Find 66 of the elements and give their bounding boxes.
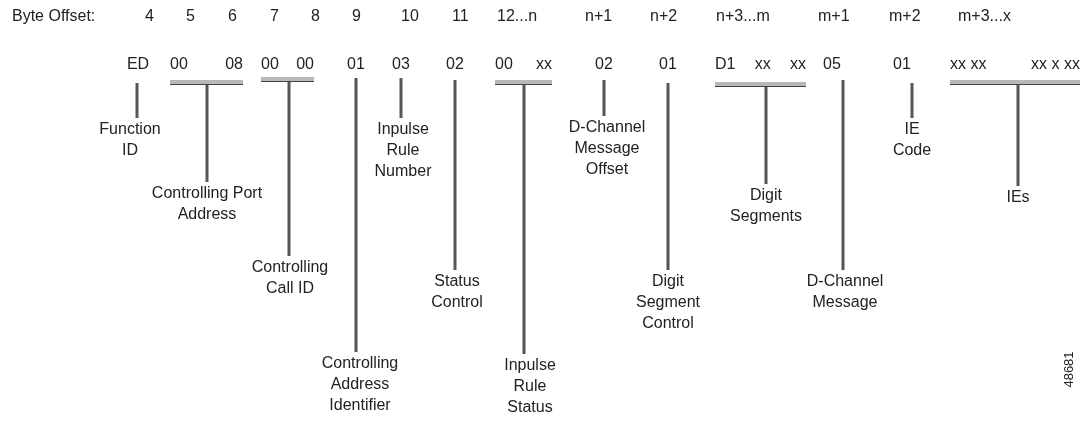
byte-offset: 7 [270, 6, 279, 26]
leader-line [287, 81, 291, 256]
figure-number: 48681 [1060, 351, 1076, 388]
byte-offset: n+3...m [716, 6, 770, 26]
leader-line [666, 83, 670, 270]
byte-group-bracket [261, 55, 314, 81]
byte-value: 03 [392, 55, 410, 73]
leader-line [910, 83, 914, 118]
leader-line [1016, 84, 1020, 186]
byte-offset: 6 [228, 6, 237, 26]
byte-offset: n+2 [650, 6, 678, 26]
field-name: Digit Segments [725, 184, 807, 226]
byte-value: 08 [225, 55, 243, 73]
byte-value: 01 [347, 55, 365, 73]
byte-offset: n+1 [585, 6, 613, 26]
leader-line [522, 84, 526, 354]
offset-heading: Byte Offset: [12, 6, 96, 26]
byte-offset: 11 [452, 6, 469, 26]
leader-line [764, 86, 768, 184]
leader-line [841, 80, 845, 270]
field-name: IEs [998, 186, 1038, 207]
field-name: Inpulse Rule Status [494, 354, 566, 417]
leader-line [399, 78, 403, 118]
leader-line [205, 84, 209, 182]
field-name: Digit Segment Control [627, 270, 709, 333]
byte-group-bracket [715, 55, 806, 86]
field-name: Controlling Call ID [244, 256, 336, 298]
field-name: Inpulse Rule Number [367, 118, 439, 181]
field-name: D-Channel Message Offset [555, 116, 659, 179]
byte-value: 05 [823, 55, 841, 73]
field-name: Controlling Port Address [151, 182, 263, 224]
field-name: IE Code [887, 118, 937, 160]
byte-value: xx xx [950, 55, 987, 73]
field-name: Status Control [421, 270, 493, 312]
byte-value: 01 [893, 55, 911, 73]
byte-offset: m+3...x [958, 6, 1011, 26]
byte-group-bracket [495, 55, 552, 84]
byte-value: 01 [659, 55, 677, 73]
byte-offset: 5 [186, 6, 195, 26]
byte-value: ED [126, 55, 150, 73]
byte-value: 02 [595, 55, 613, 73]
byte-value: 02 [446, 55, 464, 73]
byte-value: 00 [495, 55, 513, 73]
leader-line [354, 78, 358, 352]
byte-value: 00 [261, 55, 279, 73]
byte-value: D1 [715, 55, 736, 73]
leader-line [135, 83, 139, 118]
byte-value: xx x xx [1031, 55, 1080, 73]
leader-line [453, 80, 457, 270]
field-name: D-Channel Message [793, 270, 897, 312]
byte-value: 00 [170, 55, 188, 73]
leader-line [602, 80, 606, 116]
byte-value: xx [790, 55, 806, 73]
field-name: Function ID [94, 118, 166, 160]
byte-offset: 10 [401, 6, 419, 26]
byte-offset: 12...n [497, 6, 538, 26]
byte-offset: m+2 [889, 6, 921, 26]
byte-offset: 9 [352, 6, 361, 26]
field-name: Controlling Address Identifier [314, 352, 406, 415]
byte-offset: 4 [145, 6, 154, 26]
byte-value: xx [536, 55, 552, 73]
byte-offset: 8 [311, 6, 320, 26]
byte-value: xx [754, 55, 771, 73]
byte-value: 00 [296, 55, 314, 73]
byte-group-bracket [170, 55, 243, 84]
byte-offset: m+1 [818, 6, 850, 26]
